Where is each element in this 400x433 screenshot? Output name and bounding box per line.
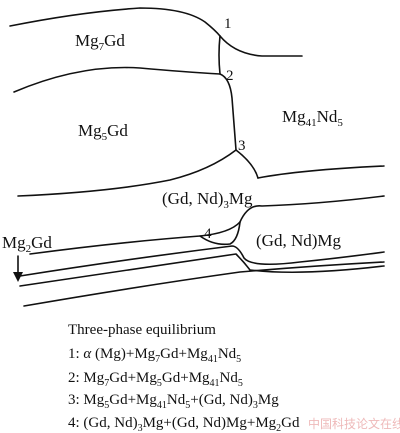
legend-line-4: 4: (Gd, Nd)3Mg+(Gd, Nd)Mg+Mg2Gd [68,415,300,433]
boundary-mg7gd-mg5gd [13,66,221,93]
label-mg41nd5: Mg41Nd5 [282,107,343,129]
boundary-bottom [23,261,385,307]
boundary-vertical-2-3 [219,73,237,151]
boundary-top-right [219,35,303,57]
label-mg2gd: Mg2Gd [2,233,52,255]
legend-line-2: 2: Mg7Gd+Mg5Gd+Mg41Nd5 [68,370,243,389]
boundary-gdnd3mg-top [257,165,385,179]
boundary-mg5gd-bottom [17,149,237,197]
label-gdnd3mg: (Gd, Nd)3Mg [162,189,253,211]
boundary-mg41nd5-curve [235,149,259,179]
point-3-label: 3 [238,138,246,154]
point-2-label: 2 [226,68,234,84]
boundary-mg2gd-lower [19,253,385,287]
boundary-mg2gd-upper [19,245,385,277]
boundary-point4-loop [199,221,241,246]
watermark: 中国科技论文在线 [308,416,400,431]
boundary-vertical-1-2 [218,35,221,75]
boundary-gdndmg-top [239,195,385,223]
point-4-label: 4 [204,226,212,242]
label-mg5gd: Mg5Gd [78,121,128,143]
legend-line-3: 3: Mg5Gd+Mg41Nd5+(Gd, Nd)3Mg [68,392,279,411]
label-gdndmg: (Gd, Nd)Mg [256,231,341,250]
legend-title: Three-phase equilibrium [68,322,216,338]
point-1-label: 1 [224,16,232,32]
boundary-gdnd3mg-bottom [29,221,241,255]
legend-line-1: 1: α (Mg)+Mg7Gd+Mg41Nd5 [68,346,241,365]
mg2gd-arrow-head [13,272,23,282]
label-mg7gd: Mg7Gd [75,31,125,53]
boundary-top [9,7,221,37]
